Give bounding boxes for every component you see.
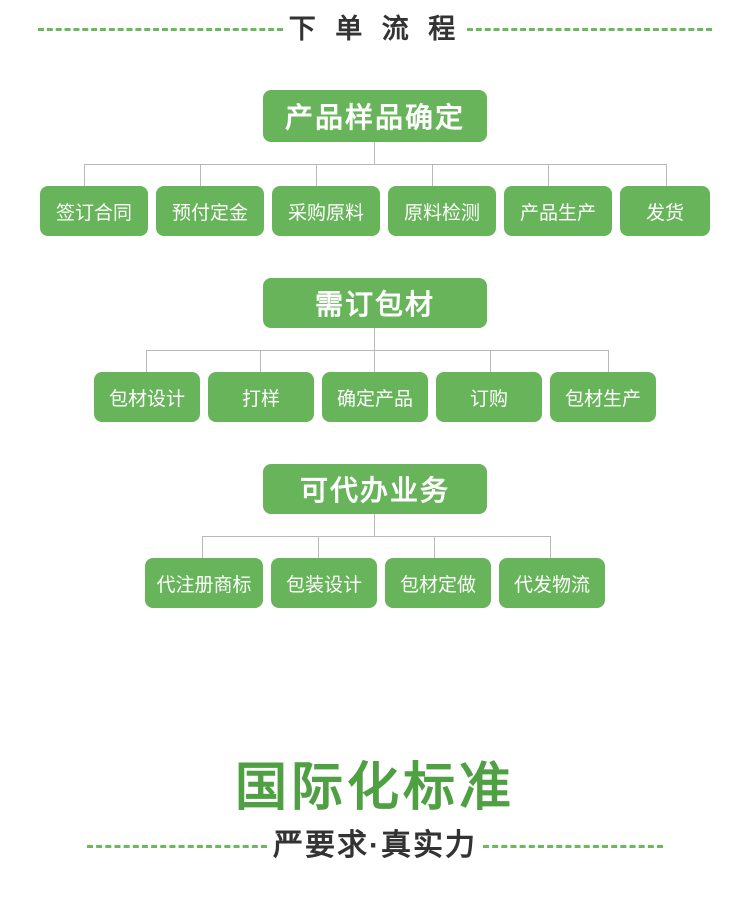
flow-node-place-order[interactable]: 订购: [436, 372, 542, 422]
order-process-flowchart: 产品样品确定 签订合同 预付定金 采购原料 原料检测 产品生产 发货 需订包材: [0, 90, 750, 608]
flow-node-sign-contract[interactable]: 签订合同: [40, 186, 148, 236]
page-footer: 国际化标准 严要求·真实力: [0, 759, 750, 861]
flow-node-proofing[interactable]: 打样: [208, 372, 314, 422]
flow-node-confirm-product[interactable]: 确定产品: [322, 372, 428, 422]
flow-node-product-sample-confirm[interactable]: 产品样品确定: [263, 90, 487, 142]
flow-node-material-testing[interactable]: 原料检测: [388, 186, 496, 236]
connector-horizontal-bar: [202, 536, 550, 537]
flow-group-3-head-row: 可代办业务: [0, 464, 750, 514]
flow-connector-3: [0, 514, 750, 558]
connector-stub: [84, 164, 85, 186]
flow-group-1-children: 签订合同 预付定金 采购原料 原料检测 产品生产 发货: [0, 186, 750, 236]
flow-group-2-children: 包材设计 打样 确定产品 订购 包材生产: [0, 372, 750, 422]
flow-node-agency-services[interactable]: 可代办业务: [263, 464, 487, 514]
footer-subtitle: 严要求·真实力: [273, 829, 477, 863]
flow-node-prepay-deposit[interactable]: 预付定金: [156, 186, 264, 236]
flow-node-shipping[interactable]: 发货: [620, 186, 710, 236]
connector-stub: [432, 164, 433, 186]
flow-group-3: 可代办业务 代注册商标 包装设计 包材定做 代发物流: [0, 464, 750, 608]
flow-connector-1: [0, 142, 750, 186]
flow-node-purchase-materials[interactable]: 采购原料: [272, 186, 380, 236]
connector-horizontal-bar: [84, 164, 666, 165]
connector-stub: [318, 536, 319, 558]
flow-node-packaging-production[interactable]: 包材生产: [550, 372, 656, 422]
flow-group-3-children: 代注册商标 包装设计 包材定做 代发物流: [0, 558, 750, 608]
connector-stub: [434, 536, 435, 558]
flow-node-production[interactable]: 产品生产: [504, 186, 612, 236]
connector-stub: [548, 164, 549, 186]
connector-stub: [666, 164, 667, 186]
flow-group-2-head-row: 需订包材: [0, 278, 750, 328]
flow-node-custom-packaging[interactable]: 包材定做: [385, 558, 491, 608]
footer-title: 国际化标准: [234, 759, 515, 817]
connector-horizontal-bar: [146, 350, 608, 351]
flow-group-1-head-row: 产品样品确定: [0, 90, 750, 142]
flow-node-packaging-order[interactable]: 需订包材: [263, 278, 487, 328]
flow-gap-2: [0, 422, 750, 464]
connector-stub: [316, 164, 317, 186]
connector-vertical-stem: [374, 142, 375, 164]
flow-group-2: 需订包材 包材设计 打样 确定产品 订购 包材生产: [0, 278, 750, 422]
header-dash-right: [467, 28, 713, 31]
connector-stub: [550, 536, 551, 558]
footer-subtitle-row: 严要求·真实力: [0, 831, 750, 861]
connector-stub: [146, 350, 147, 372]
footer-dash-left: [87, 844, 267, 848]
footer-dash-right: [483, 844, 663, 848]
connector-stub: [200, 164, 201, 186]
flow-group-1: 产品样品确定 签订合同 预付定金 采购原料 原料检测 产品生产 发货: [0, 90, 750, 236]
flow-node-trademark-registration[interactable]: 代注册商标: [145, 558, 263, 608]
connector-vertical-stem: [374, 514, 375, 536]
flow-connector-2: [0, 328, 750, 372]
page-header: 下 单 流 程: [0, 16, 750, 43]
connector-stub: [608, 350, 609, 372]
flow-node-packaging-design[interactable]: 包材设计: [94, 372, 200, 422]
connector-stub: [374, 350, 375, 372]
flow-gap-1: [0, 236, 750, 278]
header-dash-left: [37, 28, 283, 31]
connector-stub: [490, 350, 491, 372]
flow-node-dropship-logistics[interactable]: 代发物流: [499, 558, 605, 608]
page-title: 下 单 流 程: [288, 14, 462, 44]
connector-stub: [260, 350, 261, 372]
flow-node-package-design[interactable]: 包装设计: [271, 558, 377, 608]
connector-stub: [202, 536, 203, 558]
connector-vertical-stem: [374, 328, 375, 350]
